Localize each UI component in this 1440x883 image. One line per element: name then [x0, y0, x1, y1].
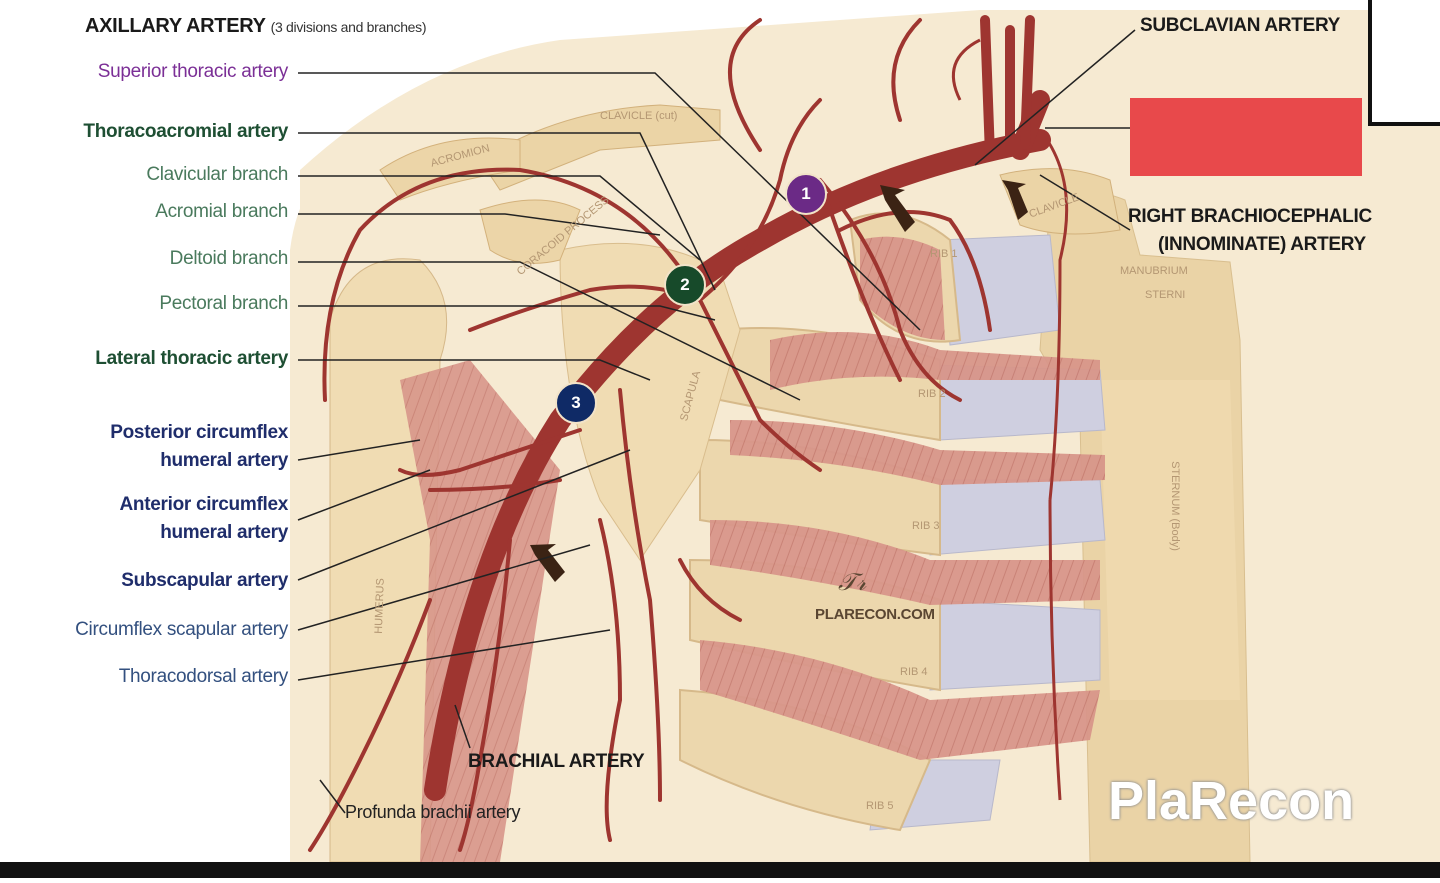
division-3-badge: 3	[555, 382, 597, 424]
label-lateral-thoracic: Lateral thoracic artery	[95, 348, 288, 369]
bone-label-clavicle-cut: CLAVICLE (cut)	[600, 110, 678, 122]
label-posterior-circumflex-2: humeral artery	[160, 450, 288, 471]
signature-mark: 𝒯𝓇	[838, 568, 866, 596]
red-answer-box	[1130, 98, 1362, 176]
label-acromial: Acromial branch	[155, 201, 288, 222]
leader-lines	[297, 29, 1136, 814]
label-subclavian: SUBCLAVIAN ARTERY	[1140, 15, 1341, 36]
arrows	[530, 180, 1028, 582]
bone-label-rib2: RIB 2	[918, 388, 946, 400]
label-pectoral: Pectoral branch	[159, 293, 288, 314]
label-superior-thoracic: Superior thoracic artery	[97, 61, 289, 82]
bone-label-rib3: RIB 3	[912, 520, 940, 532]
label-deltoid: Deltoid branch	[169, 248, 289, 269]
intercostal-muscles	[700, 236, 1105, 760]
bone-label-rib4: RIB 4	[900, 666, 928, 678]
branches	[308, 18, 992, 852]
bone-label-manubrium-2: STERNI	[1145, 289, 1186, 301]
label-clavicular: Clavicular branch	[146, 164, 288, 185]
label-brachiocephalic-2: (INNOMINATE) ARTERY	[1158, 234, 1366, 255]
label-brachial: BRACHIAL ARTERY	[468, 751, 645, 772]
label-anterior-circumflex-2: humeral artery	[160, 522, 288, 543]
label-profunda: Profunda brachii artery	[345, 802, 521, 822]
label-brachiocephalic-1: RIGHT BRACHIOCEPHALIC	[1128, 206, 1372, 227]
bone-label-humerus: HUMERUS	[372, 577, 387, 635]
coracoid	[479, 199, 581, 264]
sternum-body	[1100, 380, 1240, 700]
figure-title: AXILLARY ARTERY (3 divisions and branche…	[85, 15, 427, 38]
bottom-bar	[0, 862, 1440, 878]
watermark: PlaRecon	[1108, 771, 1355, 831]
axillary-trunk	[424, 15, 1051, 801]
label-posterior-circumflex-1: Posterior circumflex	[110, 422, 288, 443]
title-sub: (3 divisions and branches)	[270, 19, 427, 35]
label-circumflex-scapular: Circumflex scapular artery	[75, 619, 288, 640]
bone-label-rib5: RIB 5	[866, 800, 894, 812]
label-subscapular: Subscapular artery	[121, 570, 288, 591]
collar-vessels	[951, 38, 1069, 801]
acromion	[379, 137, 521, 201]
scapula	[559, 242, 741, 561]
frame-corner	[1368, 0, 1440, 126]
bone-label-rib1: RIB 1	[930, 248, 958, 260]
costal-cartilages	[869, 234, 1106, 831]
title-main: AXILLARY ARTERY	[85, 15, 266, 37]
label-anterior-circumflex-1: Anterior circumflex	[119, 494, 288, 515]
label-thoracoacromial: Thoracoacromial artery	[83, 121, 288, 142]
bone-label-sternum: STERNUM (Body)	[1168, 461, 1181, 551]
label-thoracodorsal: Thoracodorsal artery	[118, 666, 289, 687]
division-1-badge: 1	[785, 173, 827, 215]
bone-label-manubrium-1: MANUBRIUM	[1120, 265, 1188, 277]
signature-credit: PLARECON.COM	[815, 606, 935, 623]
division-2-badge: 2	[664, 264, 706, 306]
